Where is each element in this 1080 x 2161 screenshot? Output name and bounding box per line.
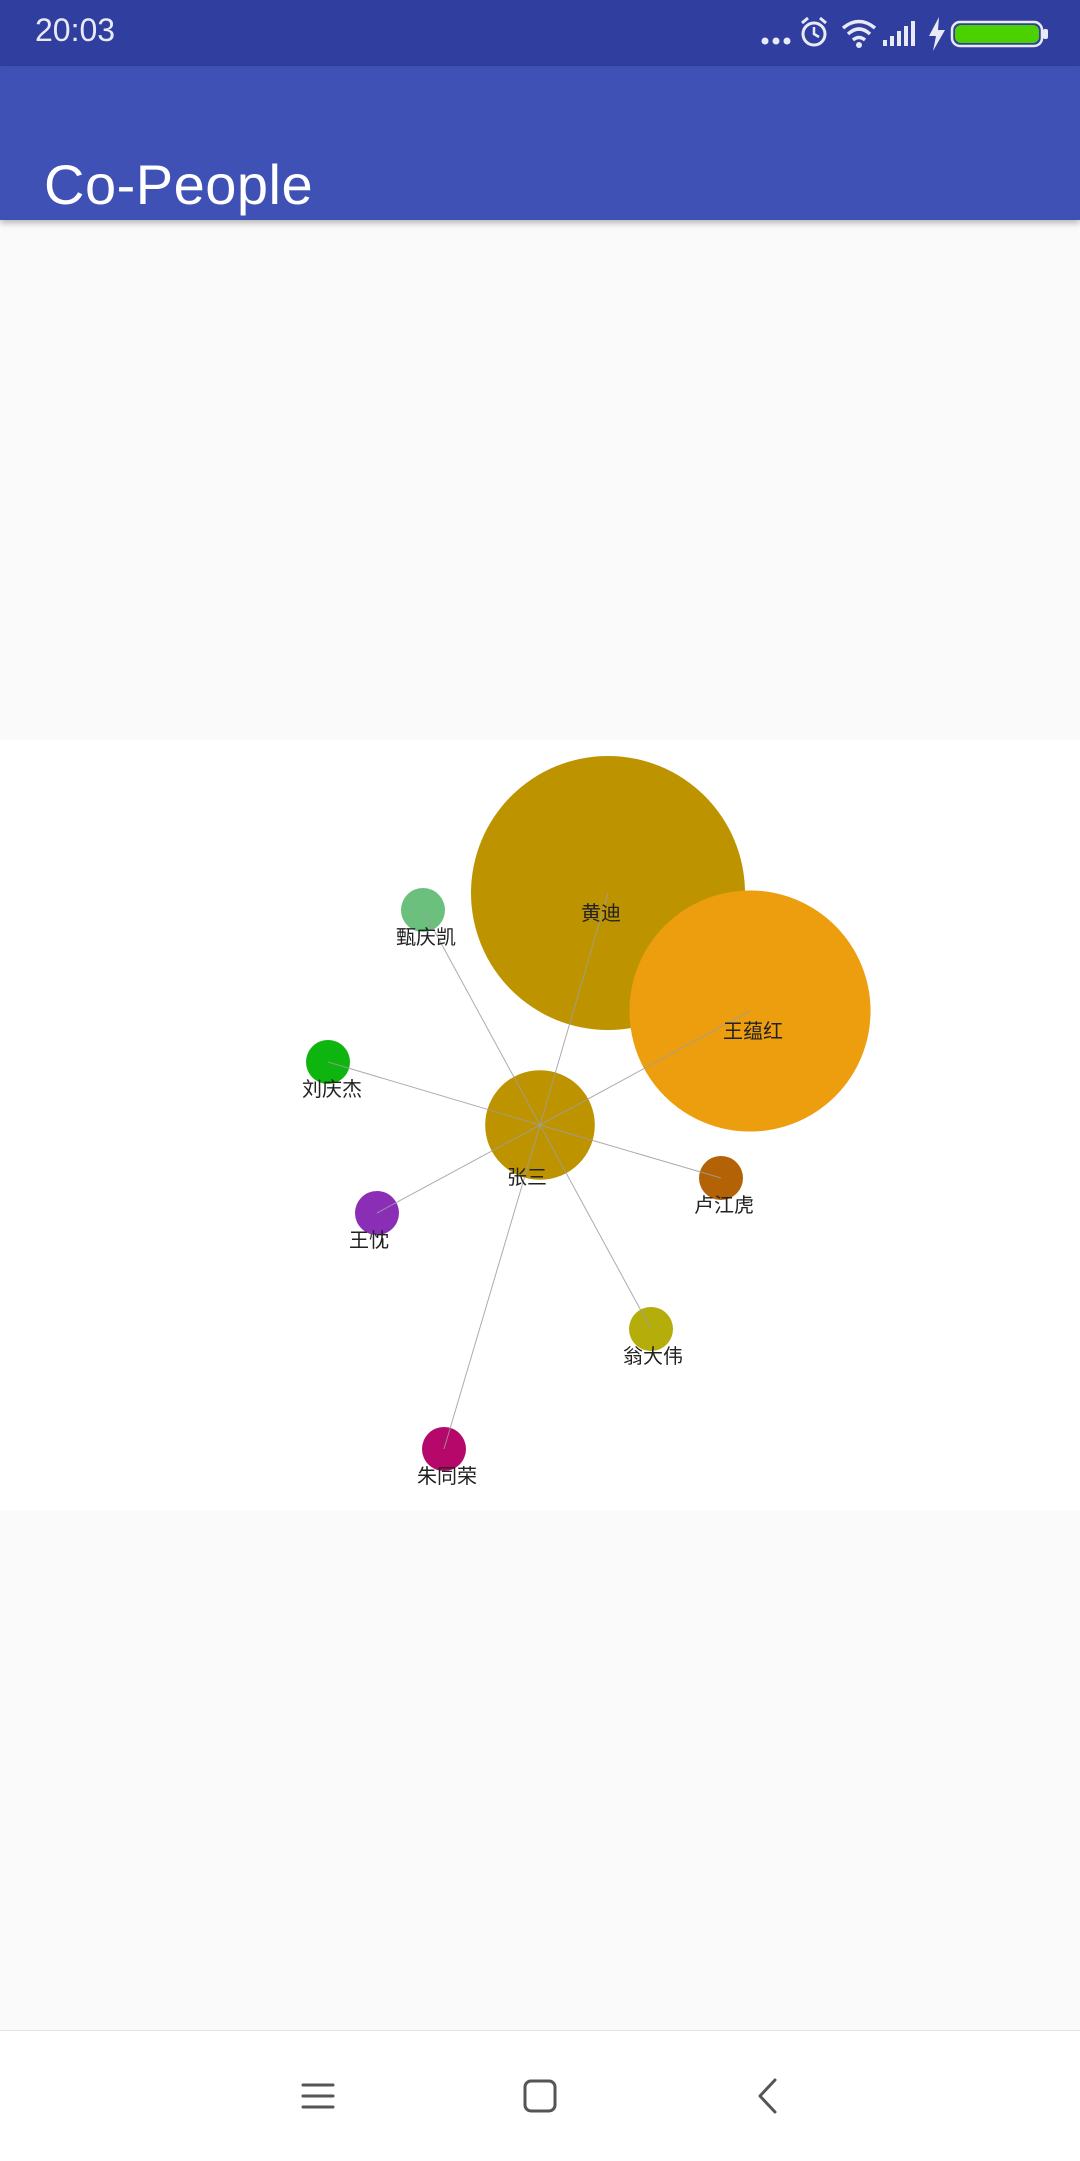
graph-links	[327, 892, 751, 1450]
graph-link	[539, 1010, 751, 1126]
more-dots-icon	[761, 37, 791, 45]
graph-link	[539, 1124, 652, 1330]
graph-link	[327, 1061, 541, 1126]
graph-node-label: 王蕴红	[723, 1019, 783, 1043]
charging-bolt-icon	[929, 17, 945, 51]
menu-icon[interactable]	[288, 2066, 348, 2126]
signal-icon	[883, 21, 915, 46]
graph-node-label: 翁大伟	[623, 1344, 683, 1368]
home-icon[interactable]	[510, 2066, 570, 2126]
graph-link	[443, 1124, 541, 1450]
co-people-graph[interactable]: 黄迪王蕴红张三 甄庆凯刘庆杰王忱 卢江虎翁大伟朱同荣	[0, 740, 1080, 1510]
app-title: Co-People	[44, 152, 314, 216]
navigation-bar	[0, 2030, 1080, 2161]
alarm-icon	[801, 16, 827, 47]
graph-node-label: 王忱	[349, 1228, 389, 1252]
graph-node-label: 黄迪	[581, 901, 621, 925]
graph-node-label: 甄庆凯	[396, 925, 456, 949]
app-bar: Co-People	[0, 66, 1080, 220]
graph-link	[539, 1124, 722, 1179]
status-bar: 20:03	[0, 0, 1080, 66]
battery-icon	[950, 20, 1048, 48]
graph-link	[422, 909, 541, 1126]
graph-link	[376, 1124, 541, 1214]
graph-node-label: 刘庆杰	[302, 1077, 362, 1101]
graph-nodes	[306, 756, 871, 1471]
wifi-icon	[841, 19, 877, 48]
graph-node-label: 张三	[507, 1165, 547, 1189]
back-icon[interactable]	[738, 2066, 798, 2126]
graph-node-label: 卢江虎	[694, 1193, 754, 1217]
graph-link	[539, 892, 609, 1126]
graph-node-label: 朱同荣	[417, 1464, 477, 1488]
status-time: 20:03	[35, 12, 116, 48]
